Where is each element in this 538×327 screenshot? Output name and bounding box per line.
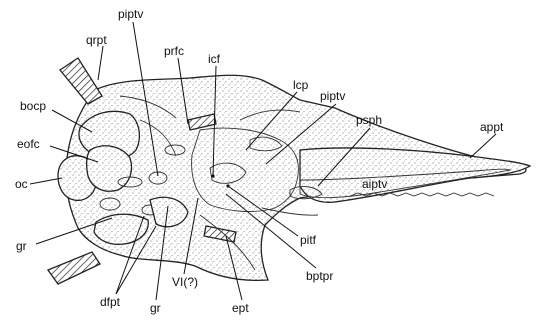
leader-qrpt [98, 46, 103, 80]
label-gr-bottom: gr [150, 301, 161, 315]
label-gr-left: gr [16, 239, 27, 253]
label-dfpt: dfpt [100, 295, 121, 309]
quadrate-process-top [60, 58, 102, 104]
label-prfc: prfc [164, 44, 184, 58]
label-lcp: lcp [293, 78, 309, 92]
label-bocp: bocp [20, 99, 46, 113]
label-piptv-top: piptv [118, 7, 143, 21]
label-vi: VI(?) [172, 275, 198, 289]
leader-appt [470, 134, 496, 158]
exoccipital [87, 146, 132, 191]
label-icf: icf [208, 52, 221, 66]
leader-oc [30, 178, 62, 184]
label-bptpr: bptpr [306, 269, 333, 283]
label-aiptv: aiptv [362, 177, 387, 191]
label-ept: ept [232, 301, 249, 315]
label-appt: appt [480, 120, 504, 134]
label-pitf: pitf [300, 233, 317, 247]
label-piptv-right: piptv [320, 89, 345, 103]
cut-surface-bottom-left [48, 252, 100, 284]
skull-body [48, 58, 530, 284]
label-oc: oc [15, 177, 28, 191]
label-qrpt: qrpt [86, 33, 107, 47]
label-psph: psph [356, 113, 382, 127]
label-eofc: eofc [17, 137, 40, 151]
